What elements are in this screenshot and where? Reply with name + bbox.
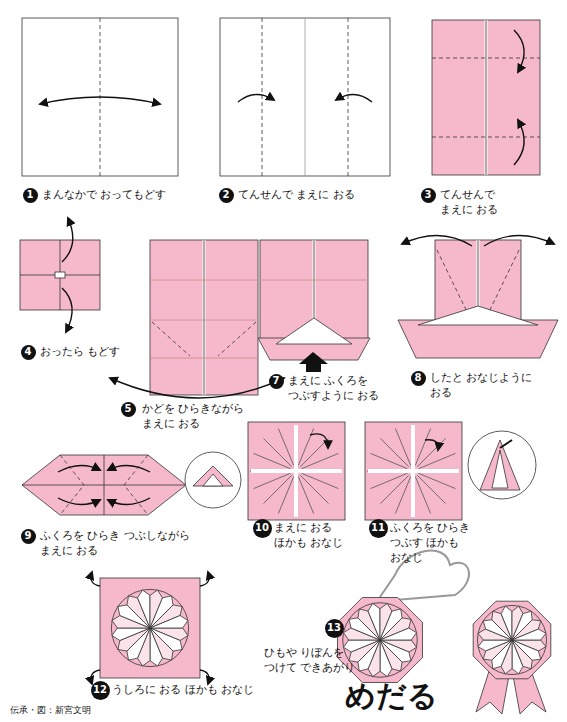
paper-square xyxy=(220,18,390,176)
title: めだる xyxy=(345,676,438,717)
step-caption: てんせんで まえに おる xyxy=(238,188,438,203)
step-number: 13 xyxy=(325,619,344,638)
step-caption: まえに ふくろを つぶすように おる xyxy=(288,374,388,404)
step-number-text: 9 xyxy=(25,531,32,541)
step-number-text: 12 xyxy=(93,685,107,695)
step-number: 10 xyxy=(253,519,272,538)
step-caption: ふくろを ひらき つぶしながら まえに おる xyxy=(40,529,190,559)
step-caption: まんなかで おってもどす xyxy=(42,188,242,203)
step-number: 12 xyxy=(91,681,110,700)
detail-inset xyxy=(185,452,241,508)
step-number: 5 xyxy=(121,402,136,417)
step-number: 2 xyxy=(219,188,234,203)
step-number-text: 10 xyxy=(255,523,269,533)
step-number: 1 xyxy=(23,188,38,203)
step-caption: うしろに おる ほかも おなじ xyxy=(112,683,282,698)
folded-paper xyxy=(248,422,345,520)
step-number: 9 xyxy=(21,529,36,544)
step-caption: てんせんで まえに おる xyxy=(440,188,522,218)
step-number: 3 xyxy=(421,188,436,203)
step-number: 8 xyxy=(411,371,426,386)
step-caption: ひもや りぼんを つけて できあがり xyxy=(264,646,368,676)
step-number-text: 3 xyxy=(425,190,432,200)
step-caption: おったら もどす xyxy=(40,345,150,360)
step-number-text: 5 xyxy=(125,404,132,414)
step-caption: かどを ひらきながら まえに おる xyxy=(142,402,260,432)
step-number-text: 1 xyxy=(27,190,34,200)
step-number-text: 11 xyxy=(371,523,385,533)
step-number-text: 2 xyxy=(223,190,230,200)
step-caption: したと おなじように おる xyxy=(430,371,540,401)
paper-square xyxy=(22,18,178,176)
step-number-text: 8 xyxy=(415,373,422,383)
step-number-text: 7 xyxy=(273,376,280,386)
folded-paper xyxy=(365,422,462,520)
folded-paper xyxy=(100,578,200,678)
step-number-text: 13 xyxy=(327,623,341,633)
detail-inset xyxy=(468,431,536,499)
folded-paper xyxy=(432,20,540,175)
folded-paper xyxy=(150,240,258,395)
step-caption: ふくろを ひらき つぶす ほかも おなじ xyxy=(390,521,482,566)
step-number: 7 xyxy=(269,374,284,389)
credit-text: 伝承・図：新宮文明 xyxy=(10,704,170,716)
step-number: 11 xyxy=(369,519,388,538)
fold-arrows xyxy=(40,30,554,684)
step-number-text: 4 xyxy=(25,347,32,357)
folded-paper xyxy=(22,455,186,515)
step-number: 4 xyxy=(21,345,36,360)
folded-paper xyxy=(20,240,100,310)
step-caption: まえに おる ほかも おなじ xyxy=(274,521,350,551)
